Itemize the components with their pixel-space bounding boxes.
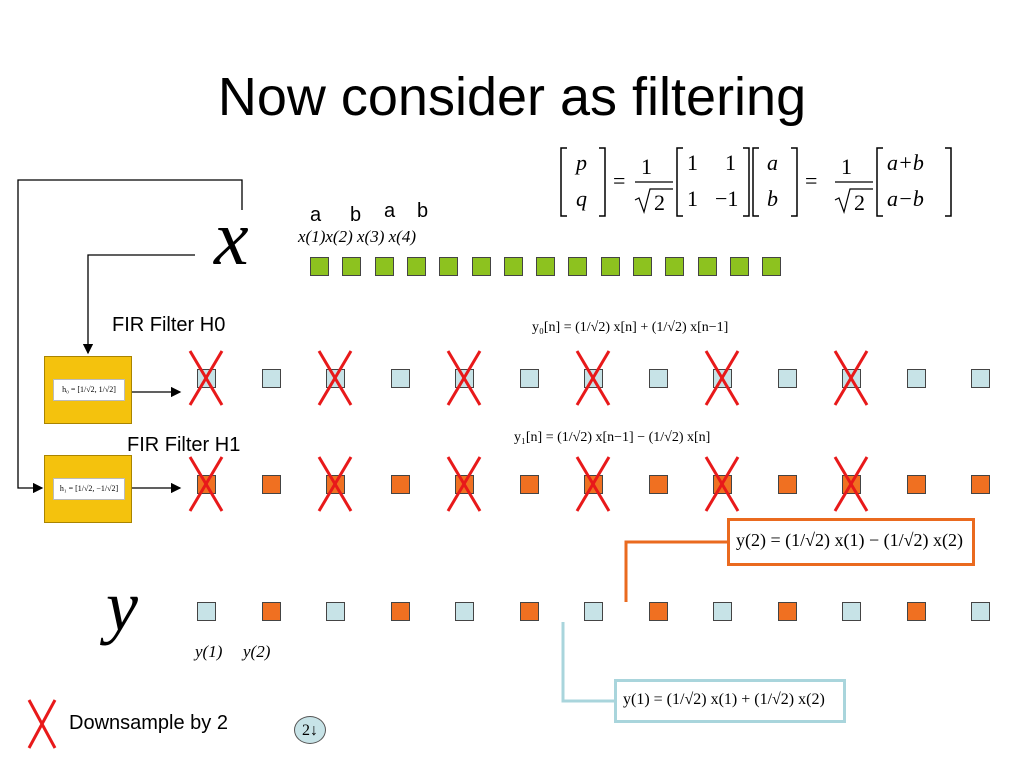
- letter-a1: a: [310, 204, 322, 226]
- filter-h1-box: h₁ = [1/√2, −1/√2]: [44, 455, 132, 523]
- legend-cross-icon: [27, 699, 57, 749]
- h0-downsample-cross-icon-5: [446, 350, 482, 406]
- y-sample-1: [197, 602, 216, 621]
- matrix-21: 1: [687, 186, 698, 211]
- x-sample-1: [310, 257, 329, 276]
- h0-downsample-cross-icon-11: [833, 350, 869, 406]
- y-sample-3: [326, 602, 345, 621]
- svg-text:1: 1: [641, 154, 652, 179]
- h1-sample-12: [906, 475, 926, 494]
- legend-label: Downsample by 2: [69, 712, 228, 734]
- y-sample-6: [519, 602, 539, 621]
- y-label-1: y(1): [195, 642, 223, 661]
- y-label-2: y(2): [243, 642, 271, 661]
- h1-downsample-cross-icon-11: [833, 456, 869, 512]
- x-sample-10: [600, 257, 620, 276]
- filter-h0-coeffs: h₀ = [1/√2, 1/√2]: [53, 379, 125, 401]
- x-sample-2: [342, 257, 362, 276]
- lhs-p: p: [574, 150, 587, 175]
- matrix-equation: p q = 1 2 1 1 1 −1 a b = 1 2 a+b a−b: [560, 147, 952, 217]
- svg-text:=: =: [805, 168, 817, 193]
- filter-h1-label: FIR Filter H1: [127, 434, 241, 456]
- y-sample-13: [971, 602, 990, 621]
- x-sample-6: [471, 257, 491, 276]
- x-label-3: x(3): [357, 227, 385, 246]
- h0-sample-6: [519, 369, 539, 388]
- filter-h1-equation: y₁[n] = (1/√2) x[n−1] − (1/√2) x[n]: [514, 430, 711, 445]
- y2-callout: y(2) = (1/√2) x(1) − (1/√2) x(2): [727, 518, 975, 566]
- y-sample-7: [584, 602, 603, 621]
- letter-a2: a: [384, 200, 396, 222]
- h0-sample-13: [971, 369, 990, 388]
- y-sample-10: [777, 602, 797, 621]
- x-sample-4: [406, 257, 426, 276]
- x-sample-13: [697, 257, 717, 276]
- svg-text:=: =: [613, 168, 625, 193]
- y-sample-8: [648, 602, 668, 621]
- x-sample-12: [665, 257, 685, 276]
- downsample-symbol: 2↓: [294, 716, 326, 744]
- output-symbol-y: y: [106, 566, 138, 646]
- h1-downsample-cross-icon-5: [446, 456, 482, 512]
- vector-b: b: [767, 186, 778, 211]
- y-sample-12: [906, 602, 926, 621]
- h1-sample-8: [648, 475, 668, 494]
- x-label-2: x(2): [325, 227, 353, 246]
- letter-b2: b: [417, 200, 429, 222]
- h1-sample-6: [519, 475, 539, 494]
- h0-sample-10: [777, 369, 797, 388]
- rhs-diff: a−b: [887, 186, 924, 211]
- y-sample-4: [390, 602, 410, 621]
- h1-sample-4: [390, 475, 410, 494]
- y-sample-11: [842, 602, 861, 621]
- x-sample-14: [729, 257, 749, 276]
- h1-downsample-cross-icon-3: [317, 456, 353, 512]
- h0-downsample-cross-icon-3: [317, 350, 353, 406]
- filter-h0-label: FIR Filter H0: [112, 314, 226, 336]
- x-sample-labels: x(1)x(2) x(3) x(4): [298, 227, 416, 247]
- y-sample-9: [713, 602, 732, 621]
- h1-sample-13: [971, 475, 990, 494]
- svg-text:1: 1: [841, 154, 852, 179]
- x-sample-9: [568, 257, 588, 276]
- y1-callout: y(1) = (1/√2) x(1) + (1/√2) x(2): [614, 679, 846, 723]
- h0-sample-4: [390, 369, 410, 388]
- x-sample-8: [536, 257, 556, 276]
- x-sample-7: [503, 257, 523, 276]
- y-sample-2: [261, 602, 281, 621]
- h0-sample-2: [261, 369, 281, 388]
- h1-downsample-cross-icon-9: [704, 456, 740, 512]
- svg-text:2: 2: [854, 190, 865, 215]
- vector-a: a: [767, 150, 778, 175]
- lhs-q: q: [576, 186, 587, 211]
- x-sample-15: [762, 257, 782, 276]
- h1-sample-10: [777, 475, 797, 494]
- input-symbol-x: x: [214, 194, 249, 281]
- x-label-4: x(4): [388, 227, 416, 246]
- rhs-sum: a+b: [887, 150, 924, 175]
- x-sample-11: [633, 257, 652, 276]
- filter-h1-coeffs: h₁ = [1/√2, −1/√2]: [53, 478, 125, 500]
- matrix-11: 1: [687, 150, 698, 175]
- h0-sample-12: [906, 369, 926, 388]
- h1-downsample-cross-icon-1: [188, 456, 224, 512]
- x-label-1: x(1): [298, 227, 326, 246]
- h1-sample-2: [261, 475, 281, 494]
- h0-downsample-cross-icon-7: [575, 350, 611, 406]
- matrix-22: −1: [715, 186, 738, 211]
- slide-title: Now consider as filtering: [217, 67, 807, 127]
- h0-sample-8: [648, 369, 668, 388]
- x-sample-3: [374, 257, 394, 276]
- h0-downsample-cross-icon-1: [188, 350, 224, 406]
- svg-text:2: 2: [654, 190, 665, 215]
- x-sample-5: [439, 257, 459, 276]
- h0-downsample-cross-icon-9: [704, 350, 740, 406]
- matrix-12: 1: [725, 150, 736, 175]
- filter-h0-equation: y₀[n] = (1/√2) x[n] + (1/√2) x[n−1]: [532, 320, 729, 335]
- letter-b1: b: [350, 204, 362, 226]
- h1-downsample-cross-icon-7: [575, 456, 611, 512]
- y-sample-5: [455, 602, 474, 621]
- filter-h0-box: h₀ = [1/√2, 1/√2]: [44, 356, 132, 424]
